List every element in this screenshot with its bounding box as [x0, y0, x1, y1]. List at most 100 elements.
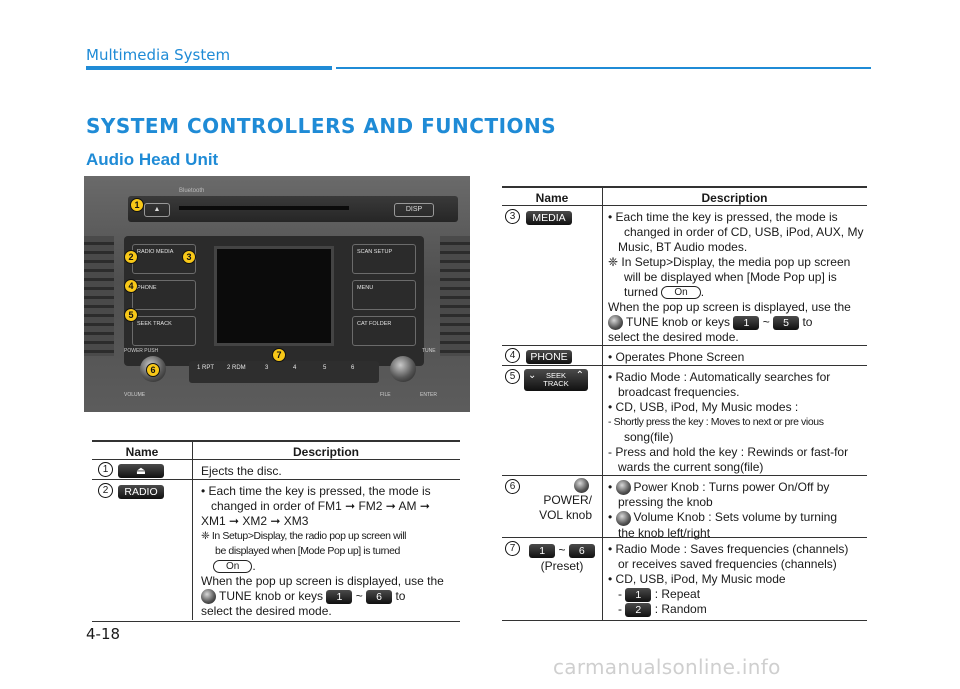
right-vent [440, 236, 470, 356]
volume-label: VOLUME [124, 392, 146, 398]
eject-button-graphic: ▲ [144, 203, 170, 217]
row-number: 6 [505, 479, 520, 494]
left-table: Name Description 1 ⏏ Ejects the disc. 2 … [92, 440, 460, 622]
header-rule [336, 67, 871, 69]
desc-line: Music, BT Audio modes. [618, 240, 748, 254]
callout-7: 7 [272, 348, 286, 362]
desc-line: - Shortly press the key : Moves to next … [608, 416, 824, 428]
disp-button-graphic: DISP [394, 203, 434, 217]
preset-5: 5 [323, 365, 327, 371]
row-number: 4 [505, 348, 520, 363]
desc-line: • Each time the key is pressed, the mode… [201, 484, 431, 498]
phone-button-graphic: PHONE [132, 280, 196, 310]
knob-name: POWER/ [543, 493, 592, 508]
menu-button-graphic: MENU [352, 280, 416, 310]
desc-line: • CD, USB, iPod, My Music mode [608, 572, 786, 586]
watermark: carmanualsonline.info [553, 655, 781, 679]
desc-line: XM1 ➞ XM2 ➞ XM3 [201, 514, 309, 528]
table-row: 3 MEDIA • Each time the key is pressed, … [502, 206, 867, 346]
table-row: 5 ⌄ SEEK TRACK ⌃ • Radio Mode : Automati… [502, 366, 867, 476]
note-line: will be displayed when [Mode Pop up] is [624, 270, 837, 284]
cd-slot [179, 206, 349, 210]
page-number: 4-18 [86, 625, 121, 643]
tune-knob-icon [608, 315, 623, 331]
preset-6: 6 [351, 365, 355, 371]
preset-key-5: 5 [773, 315, 800, 330]
page-title: SYSTEM CONTROLLERS AND FUNCTIONS [86, 114, 557, 138]
preset-3: 3 [265, 365, 269, 371]
preset-1: 1 RPT [197, 365, 215, 371]
desc-text: to [395, 589, 406, 603]
table-row: 7 1 ~ 6 (Preset) • Radio Mode : Saves fr… [502, 538, 867, 621]
note-line: turned [624, 285, 659, 299]
tilde: ~ [558, 543, 566, 557]
random-key: 2 [625, 602, 652, 617]
row-description: • Each time the key is pressed, the mode… [201, 484, 459, 619]
phone-key: PHONE [526, 349, 572, 364]
row-description: • Power Knob : Turns power On/Off by pre… [608, 480, 866, 541]
tilde: ~ [762, 315, 770, 329]
power-vol-knob-icon [574, 478, 589, 494]
desc-text: Volume Knob : Sets volume by turning [633, 510, 837, 525]
power-push-label: POWER PUSH [124, 348, 159, 354]
knob-name: VOL knob [539, 508, 592, 523]
row-description: • Operates Phone Screen [608, 350, 745, 364]
bluetooth-label: Bluetooth [179, 188, 205, 194]
desc-line: select the desired mode. [201, 604, 332, 619]
row-description: • Each time the key is pressed, the mode… [608, 210, 866, 345]
desc-line: - Press and hold the key : Rewinds or fa… [608, 445, 849, 459]
tune-label: TUNE [422, 348, 436, 354]
row-number: 7 [505, 541, 520, 556]
preset-4: 4 [293, 365, 297, 371]
desc-line: changed in order of CD, USB, iPod, AUX, … [624, 225, 864, 239]
desc-text: TUNE knob or keys [626, 315, 731, 329]
desc-text: : Repeat [654, 587, 701, 601]
track-label: TRACK [543, 379, 569, 388]
desc-line: wards the current song(file) [618, 460, 764, 474]
right-table: Name Description 3 MEDIA • Each time the… [502, 186, 867, 622]
desc-line: When the pop up screen is displayed, use… [608, 300, 851, 314]
preset-key-1: 1 [733, 315, 760, 330]
callout-5: 5 [124, 308, 138, 322]
preset-key-6: 6 [366, 589, 393, 604]
desc-line: • Each time the key is pressed, the mode… [608, 210, 838, 224]
media-key: MEDIA [526, 210, 572, 225]
desc-text: to [802, 315, 813, 329]
right-col-name: Name [535, 191, 569, 205]
section-label: Multimedia System [86, 46, 231, 64]
enter-label: ENTER [420, 392, 437, 398]
desc-line: • CD, USB, iPod, My Music modes : [608, 400, 799, 414]
header-rule-accent [86, 66, 332, 70]
note-line: be displayed when [Mode Pop up] is turne… [215, 545, 400, 557]
preset-key-1: 1 [529, 543, 556, 558]
desc-text: : Random [654, 602, 707, 616]
cat-folder-button-graphic: CAT FOLDER [352, 316, 416, 346]
callout-6: 6 [146, 363, 160, 377]
file-label: FILE [380, 392, 391, 398]
table-row: 1 ⏏ Ejects the disc. [92, 460, 460, 480]
display-screen [214, 246, 334, 346]
scan-setup-button-graphic: SCAN SETUP [352, 244, 416, 274]
seek-track-button-graphic: SEEK TRACK [132, 316, 196, 346]
on-pill: On [213, 560, 253, 574]
right-col-divider [602, 186, 603, 621]
left-col-desc: Description [292, 445, 359, 459]
row-number: 1 [98, 462, 113, 477]
preset-key-6: 6 [568, 543, 595, 558]
preset-key-1: 1 [326, 589, 353, 604]
tune-knob-icon [201, 589, 216, 605]
desc-line: changed in order of FM1 ➞ FM2 ➞ AM ➞ [211, 499, 430, 513]
table-row: 2 RADIO • Each time the key is pressed, … [92, 480, 460, 622]
bullet: • [608, 480, 613, 494]
radio-key: RADIO [118, 484, 164, 499]
desc-line: • Radio Mode : Automatically searches fo… [608, 370, 831, 384]
row-number: 5 [505, 369, 520, 384]
desc-text: Power Knob : Turns power On/Off by [633, 480, 830, 494]
desc-line: or receives saved frequencies (channels) [618, 557, 837, 571]
table-row: 6 POWER/ VOL knob • Power Knob : Turns p… [502, 476, 867, 541]
tilde: ~ [355, 589, 363, 603]
repeat-key: 1 [625, 587, 652, 602]
row-description: • Radio Mode : Automatically searches fo… [608, 370, 866, 475]
row-number: 3 [505, 209, 520, 224]
callout-2: 2 [124, 250, 138, 264]
